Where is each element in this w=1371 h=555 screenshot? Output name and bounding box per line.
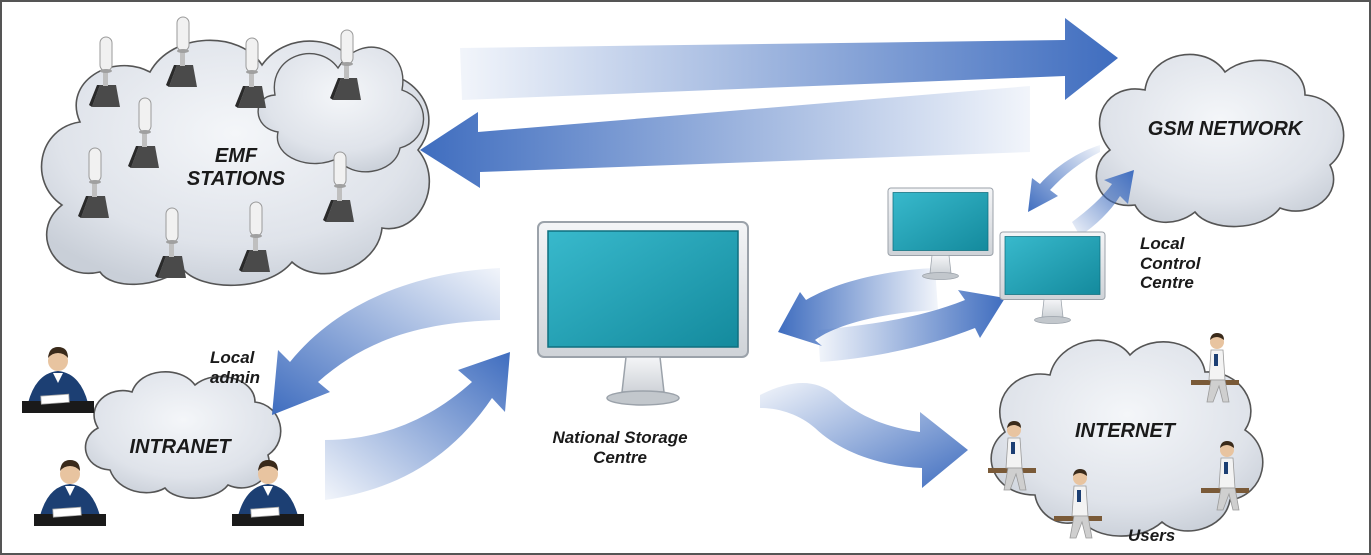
arrow-national-to-admin [272,268,500,415]
local-control-centre-label: Local Control Centre [1140,234,1201,293]
admin-person-icon [33,459,107,527]
local-control-monitor-icon [999,231,1106,324]
gsm-network-cloud [1095,53,1345,228]
arrow-control-to-gsm [1072,170,1134,236]
arrow-emf-to-gsm [460,18,1118,100]
internet-label: INTERNET [1075,420,1175,442]
arrow-national-to-control [818,290,1005,362]
arrow-gsm-to-control [1028,145,1100,212]
admin-person-icon [21,346,95,414]
arrow-intranet-to-national [325,352,510,500]
arrow-gsm-to-emf [420,86,1030,188]
national-storage-monitor-icon [537,221,749,406]
internet-cloud [990,339,1264,537]
users-label: Users [1128,526,1176,545]
gsm-network-label: GSM NETWORK [1147,118,1303,140]
arrow-control-to-national [778,268,938,346]
national-storage-centre-label: National Storage Centre [552,428,688,467]
emf-stations-label: EMF STATIONS [186,145,286,190]
local-control-monitor-icon [887,187,994,280]
intranet-label: INTRANET [129,436,231,458]
emf-stations-cloud [40,39,430,287]
local-admin-label: Local admin [210,348,261,387]
arrows [272,18,1134,500]
arrow-national-to-internet [760,382,968,488]
intranet-cloud [84,371,282,499]
